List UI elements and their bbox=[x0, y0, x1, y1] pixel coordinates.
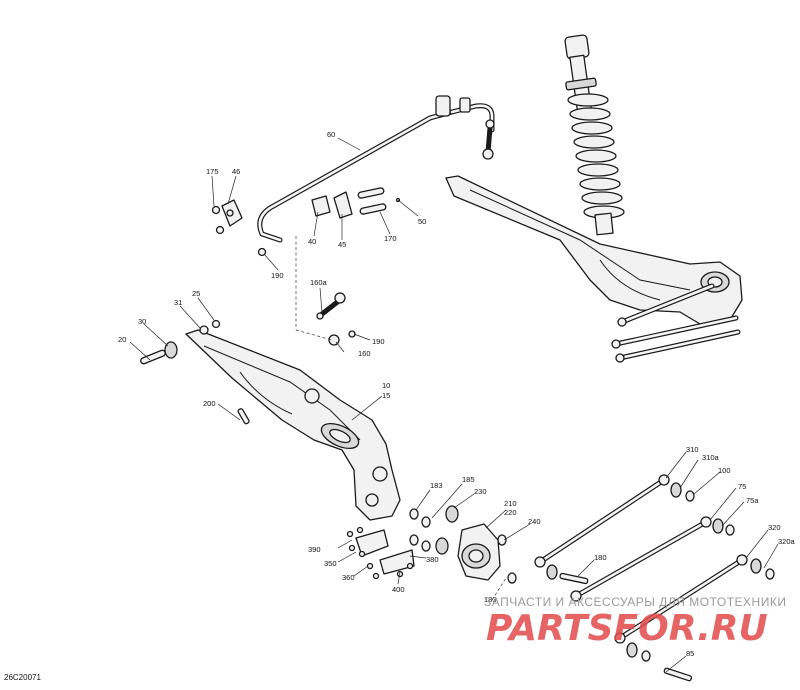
bar-clamp-hardware bbox=[211, 187, 401, 257]
callout-30: 30 bbox=[138, 317, 146, 326]
watermark-tagline: ЗАПЧАСТИ И АКСЕССУАРЫ ДЛЯ МОТОТЕХНИКИ bbox=[484, 595, 786, 609]
shock-absorber bbox=[564, 34, 625, 236]
callout-160: 160 bbox=[358, 349, 371, 358]
callout-400: 400 bbox=[392, 585, 405, 594]
callout-230: 230 bbox=[474, 487, 487, 496]
callout-31: 31 bbox=[174, 298, 182, 307]
callout-labels: 60 175 46 40 45 50 170 190 160a 190 160 … bbox=[118, 130, 796, 658]
callout-60: 60 bbox=[327, 130, 335, 139]
callout-220: 220 bbox=[504, 508, 517, 517]
callout-46: 46 bbox=[232, 167, 240, 176]
leader-lines bbox=[129, 137, 779, 673]
callout-75a: 75a bbox=[746, 496, 759, 505]
callout-183-lower: 183 bbox=[484, 595, 497, 604]
callout-360: 360 bbox=[342, 573, 355, 582]
trailing-arm bbox=[185, 329, 401, 521]
front-pivot-hardware bbox=[140, 319, 250, 425]
callout-200: 200 bbox=[203, 399, 216, 408]
lateral-links bbox=[534, 474, 775, 682]
callout-185: 185 bbox=[462, 475, 475, 484]
callout-350: 350 bbox=[324, 559, 337, 568]
callout-320a: 320a bbox=[778, 537, 796, 546]
drawing-code: 26C20071 bbox=[4, 673, 41, 682]
callout-310: 310 bbox=[686, 445, 699, 454]
shock-spring bbox=[567, 93, 625, 219]
callout-15: 15 bbox=[382, 391, 390, 400]
callout-170: 170 bbox=[384, 234, 397, 243]
callout-40: 40 bbox=[308, 237, 316, 246]
callout-310a: 310a bbox=[702, 453, 720, 462]
callout-320: 320 bbox=[768, 523, 781, 532]
callout-180: 180 bbox=[594, 553, 607, 562]
callout-160a: 160a bbox=[310, 278, 328, 287]
stabilizer-bar bbox=[257, 95, 495, 243]
callout-380: 380 bbox=[426, 555, 439, 564]
callout-45: 45 bbox=[338, 240, 346, 249]
callout-175: 175 bbox=[206, 167, 219, 176]
stabilizer-link bbox=[316, 292, 356, 346]
callout-190-top: 190 bbox=[271, 271, 284, 280]
watermark-brand: PARTSFOR.RU bbox=[486, 608, 768, 649]
callout-50: 50 bbox=[418, 217, 426, 226]
callout-75: 75 bbox=[738, 482, 746, 491]
watermark: ЗАПЧАСТИ И АКСЕССУАРЫ ДЛЯ МОТОТЕХНИКИ PA… bbox=[484, 595, 786, 649]
lower-bracket-hardware bbox=[346, 526, 415, 580]
callout-100: 100 bbox=[718, 466, 731, 475]
callout-85: 85 bbox=[686, 649, 694, 658]
callout-240: 240 bbox=[528, 517, 541, 526]
callout-25: 25 bbox=[192, 289, 200, 298]
callout-183: 183 bbox=[430, 481, 443, 490]
callout-10: 10 bbox=[382, 381, 390, 390]
callout-190: 190 bbox=[372, 337, 385, 346]
callout-390: 390 bbox=[308, 545, 321, 554]
callout-210: 210 bbox=[504, 499, 517, 508]
knuckle-assembly bbox=[409, 505, 517, 584]
upper-lateral-links bbox=[611, 283, 741, 363]
callout-20: 20 bbox=[118, 335, 126, 344]
